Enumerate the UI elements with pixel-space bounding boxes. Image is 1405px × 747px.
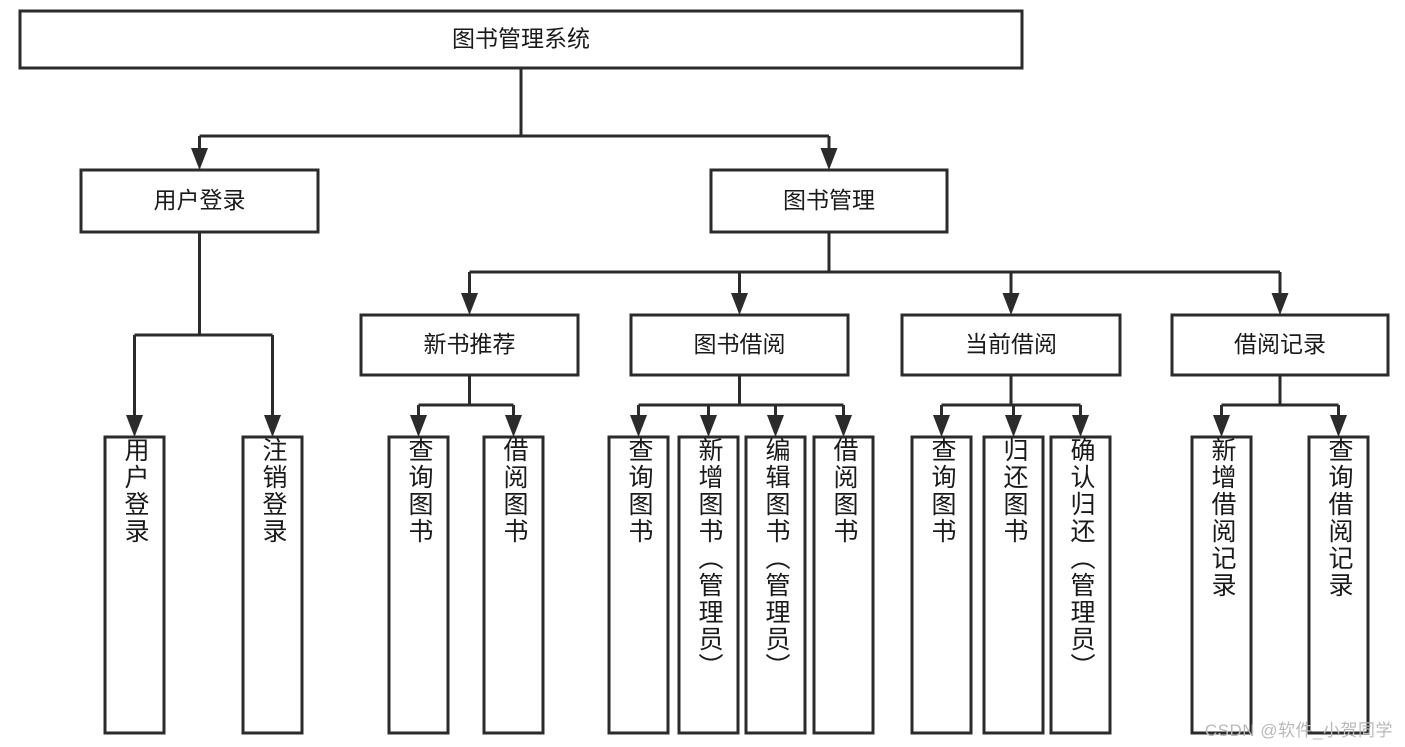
node-box-leaf-borrow-book-2[interactable] xyxy=(812,435,875,735)
node-box-leaf-edit-book[interactable] xyxy=(744,435,807,735)
arrow-leaf-edit-book-head xyxy=(767,415,784,437)
arrow-leaf-add-book-head xyxy=(700,415,717,437)
node-box-leaf-logout[interactable] xyxy=(241,435,304,735)
boxes-layer xyxy=(18,9,1390,735)
node-label-new-book-recommend: 新书推荐 xyxy=(424,331,516,357)
node-box-root[interactable] xyxy=(18,9,1024,70)
arrow-book-manage-head xyxy=(820,148,838,170)
node-box-leaf-query-book-1[interactable] xyxy=(387,435,450,735)
node-box-book-borrow[interactable] xyxy=(629,313,850,377)
node-box-borrow-record[interactable] xyxy=(1170,313,1390,377)
arrow-current-borrow-head xyxy=(1002,293,1020,315)
csdn-watermark: CSDN @软件_小贺同学 xyxy=(1204,721,1393,740)
node-box-leaf-add-record[interactable] xyxy=(1190,435,1253,735)
arrow-user-login-head xyxy=(191,148,208,170)
node-box-book-manage[interactable] xyxy=(709,168,949,234)
arrow-leaf-add-record-head xyxy=(1213,415,1230,437)
node-label-user-login: 用户登录 xyxy=(154,187,246,213)
arrow-leaf-logout-head xyxy=(264,415,281,437)
node-box-leaf-user-login[interactable] xyxy=(103,435,166,735)
node-box-leaf-add-book[interactable] xyxy=(677,435,740,735)
node-box-leaf-confirm-return[interactable] xyxy=(1049,435,1112,735)
node-box-user-login[interactable] xyxy=(79,168,320,234)
arrow-new-book-recommend-head xyxy=(461,293,478,315)
node-box-leaf-query-book-2[interactable] xyxy=(607,435,670,735)
arrow-leaf-borrow-book-1-head xyxy=(505,415,522,437)
connectors-layer xyxy=(126,68,1347,437)
arrow-leaf-query-book-2-head xyxy=(630,415,647,437)
arrow-book-borrow-head xyxy=(731,293,748,315)
node-box-new-book-recommend[interactable] xyxy=(359,313,580,377)
node-box-current-borrow[interactable] xyxy=(900,313,1122,377)
arrow-borrow-record-head xyxy=(1271,293,1289,315)
node-label-book-borrow: 图书借阅 xyxy=(694,331,786,357)
node-label-current-borrow: 当前借阅 xyxy=(965,331,1057,357)
node-box-leaf-return-book[interactable] xyxy=(982,435,1045,735)
node-box-leaf-borrow-book-1[interactable] xyxy=(482,435,545,735)
arrow-leaf-confirm-return-head xyxy=(1072,415,1089,437)
arrow-leaf-query-book-3-head xyxy=(933,415,950,437)
node-label-root: 图书管理系统 xyxy=(452,26,590,52)
node-box-leaf-query-record[interactable] xyxy=(1307,435,1370,735)
node-label-borrow-record: 借阅记录 xyxy=(1234,331,1326,357)
arrow-leaf-return-book-head xyxy=(1005,415,1022,437)
arrow-leaf-user-login-head xyxy=(126,415,143,437)
node-box-leaf-query-book-3[interactable] xyxy=(910,435,973,735)
arrow-leaf-query-record-head xyxy=(1330,415,1347,437)
node-label-book-manage: 图书管理 xyxy=(783,187,875,213)
arrow-leaf-query-book-1-head xyxy=(410,415,427,437)
arrow-leaf-borrow-book-2-head xyxy=(835,415,852,437)
